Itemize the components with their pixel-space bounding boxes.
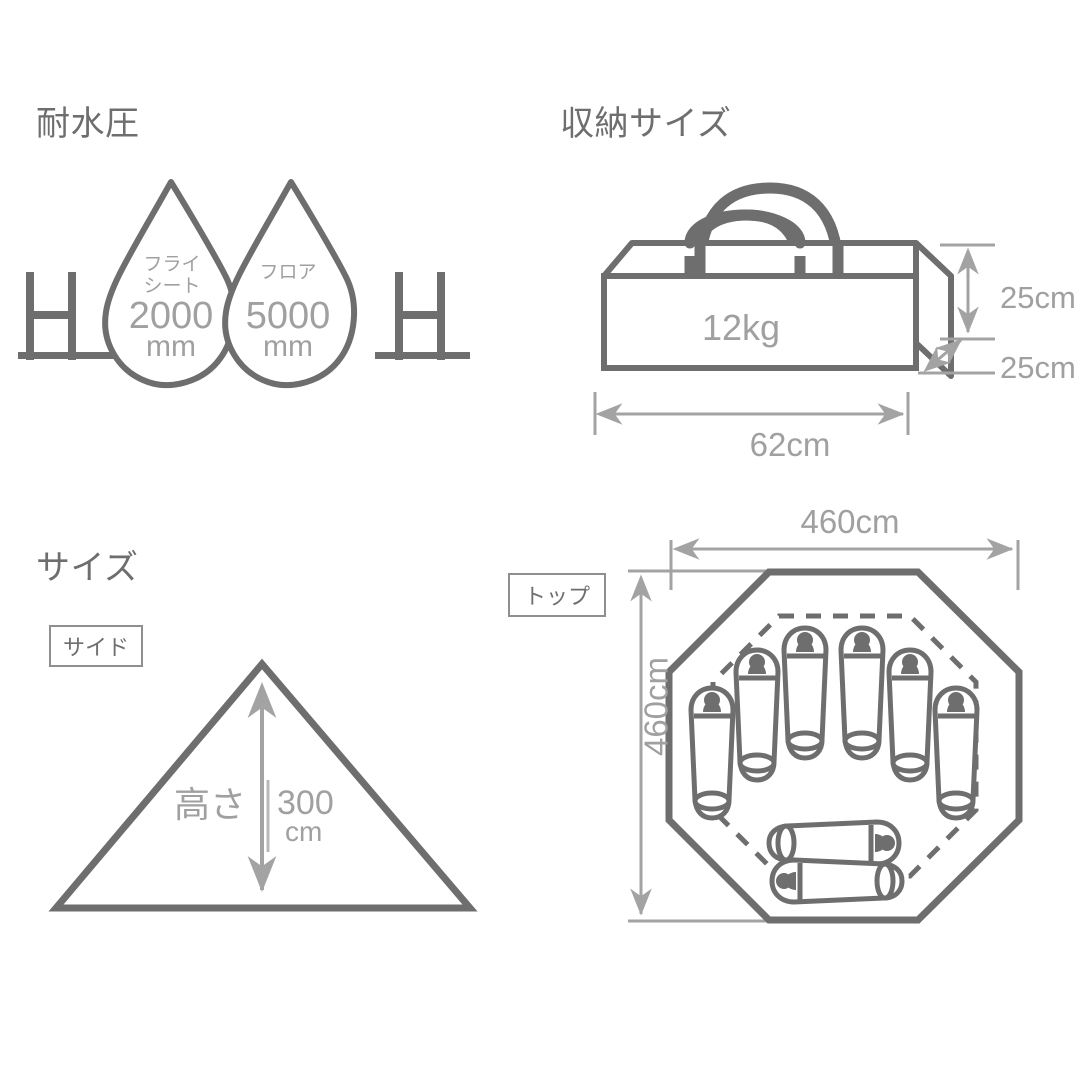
droplet-fly-sheet-value: 2000 xyxy=(128,295,214,337)
tent-height-value: 300 xyxy=(277,784,334,822)
sleeping-bag-vertical-2 xyxy=(733,647,781,783)
droplet-fly-sheet-unit: mm xyxy=(146,330,196,363)
sleeping-bag-vertical-3 xyxy=(781,625,829,761)
dim-top-width-460cm xyxy=(669,538,1020,590)
bag-handle-inner-top xyxy=(684,209,806,249)
section-title-water-resistance: 耐水圧 xyxy=(36,105,140,143)
h-symbol-right xyxy=(395,272,445,360)
view-tag-side: サイド xyxy=(49,625,143,667)
droplet-fly-sheet-label-line1: フライ xyxy=(143,254,201,275)
droplet-fly-sheet xyxy=(102,179,238,388)
droplet-floor-label: フロア xyxy=(259,262,317,283)
tent-height-unit: cm xyxy=(285,816,323,847)
droplet-floor-unit: mm xyxy=(263,330,313,363)
section-title-storage-size: 収納サイズ xyxy=(560,105,732,143)
tent-top-depth-label: 460cm xyxy=(637,656,675,757)
sleeping-bag-vertical-5 xyxy=(886,647,934,783)
baseline-right xyxy=(375,352,470,359)
sleeping-bag-horizontal-1 xyxy=(766,819,902,867)
section-title-size: サイズ xyxy=(36,549,139,587)
water-droplet-h2o-icon xyxy=(18,179,470,388)
tent-top-width-label: 460cm xyxy=(800,503,900,540)
dim-top-depth-460cm xyxy=(628,569,770,923)
tent-side-triangle-icon xyxy=(48,658,478,912)
sleeping-bag-vertical-6 xyxy=(932,685,980,821)
dim-height-25cm xyxy=(940,243,995,341)
tent-height-text-label: 高さ xyxy=(174,784,247,825)
sleeping-bag-horizontal-2 xyxy=(769,857,905,905)
bag-right-face xyxy=(913,240,954,379)
bag-front-face xyxy=(601,273,919,371)
tent-top-octagon-floorplan-icon xyxy=(628,538,1023,924)
storage-weight-label: 12kg xyxy=(701,307,781,348)
storage-width-dim-label: 62cm xyxy=(749,426,831,463)
sleeping-bag-vertical-4 xyxy=(838,625,886,761)
bag-top-face xyxy=(601,240,954,279)
dim-width-62cm xyxy=(593,392,910,435)
droplet-floor xyxy=(222,179,358,388)
inner-room-dashed-octagon xyxy=(710,613,979,879)
droplet-fly-sheet-label-line2: シート xyxy=(143,275,201,297)
droplet-floor-value: 5000 xyxy=(245,295,331,337)
h-symbol-left xyxy=(26,272,76,360)
storage-depth-dim-label: 25cm xyxy=(1000,350,1076,385)
storage-height-dim-label: 25cm xyxy=(1000,280,1076,315)
sleeping-bag-vertical-1 xyxy=(688,685,736,821)
dim-depth-25cm xyxy=(918,338,995,375)
droplet-fly-sheet-label: フライ シート xyxy=(131,254,213,298)
carry-bag-box-icon xyxy=(593,182,995,435)
view-tag-top: トップ xyxy=(508,573,606,617)
